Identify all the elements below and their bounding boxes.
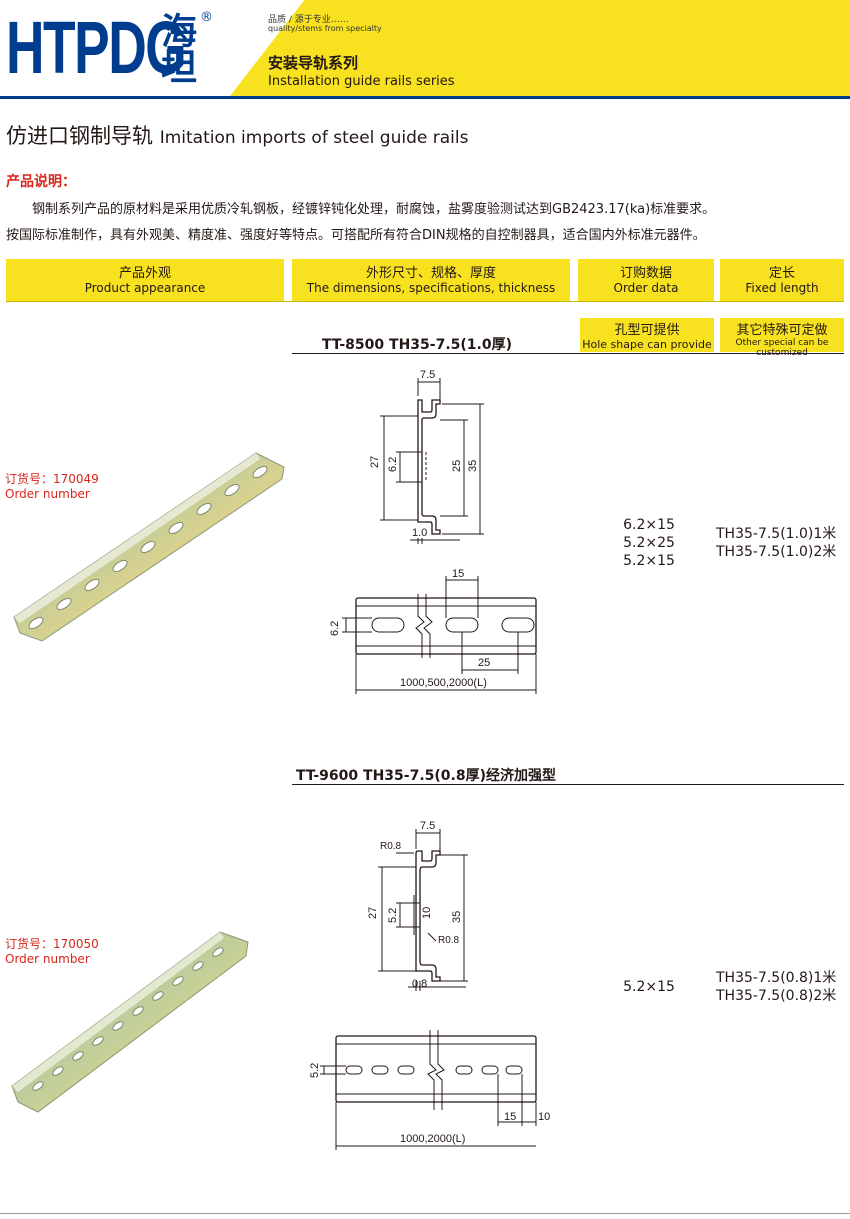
subheader-custom: 其它特殊可定做 Other special can be customized — [720, 318, 844, 358]
product-1-model: TT-8500 TH35-7.5(1.0厚) — [322, 337, 512, 353]
dim2-top-width: 7.5 — [420, 820, 435, 832]
dim2-radius-bottom: R0.8 — [438, 935, 460, 946]
header-dimensions: 外形尺寸、规格、厚度 The dimensions, specification… — [292, 259, 570, 301]
dim2-edge-10: 10 — [538, 1111, 550, 1123]
product-2-model: TT-9600 TH35-7.5(0.8厚)经济加强型 — [296, 768, 556, 784]
dim-27: 27 — [369, 456, 381, 468]
dim2-27: 27 — [367, 907, 379, 919]
product-1-rule — [292, 353, 844, 354]
page-header: HTPDG 海坦 ® 品质 / 源于专业…… quality/stems fro… — [0, 0, 850, 96]
dim-6-2: 6.2 — [387, 457, 399, 472]
product-2-profile-drawing: 7.5 R0.8 27 5.2 10 35 R0.8 0.8 — [367, 820, 468, 991]
header-yellow-band — [230, 0, 850, 96]
dim-25: 25 — [451, 460, 463, 472]
description-label: 产品说明： — [6, 174, 76, 190]
series-title-cn: 安装导轨系列 — [268, 54, 359, 72]
dim2-radius-top: R0.8 — [380, 841, 402, 852]
description-paragraph-1: 钢制系列产品的原材料是采用优质冷轧钢板，经镀锌钝化处理，耐腐蚀，盐雾度验测试达到… — [32, 202, 716, 217]
header-underline — [6, 301, 844, 302]
dim-side-6-2: 6.2 — [329, 621, 341, 636]
header-product-appearance: 产品外观 Product appearance — [6, 259, 284, 301]
page-title-en: Imitation imports of steel guide rails — [159, 128, 469, 148]
product-1-hole-list: 6.2×15 5.2×25 5.2×15 — [623, 517, 675, 569]
dim-thickness: 1.0 — [412, 527, 427, 539]
product-2-top-view-drawing: 5.2 15 10 1000,2000(L) — [309, 1030, 550, 1150]
header-fixed-length: 定长 Fixed length — [720, 259, 844, 301]
slogan-cn: 品质 / 源于专业…… — [268, 15, 349, 25]
subheader-hole-shape: 孔型可提供 Hole shape can provide — [580, 318, 714, 352]
dim-35: 35 — [467, 460, 479, 472]
page-bottom-divider — [0, 1213, 850, 1214]
product-2-photo — [11, 931, 249, 1113]
dim-top-width: 7.5 — [420, 369, 435, 381]
dim-pitch-25: 25 — [478, 657, 490, 669]
product-1-photo — [13, 452, 285, 642]
registered-mark: ® — [200, 10, 213, 25]
product-1-lengths: TH35-7.5(1.0)1米 TH35-7.5(1.0)2米 — [716, 526, 837, 560]
product-2-rule — [292, 784, 844, 785]
dim2-10: 10 — [421, 907, 433, 919]
product-1-order-number: 订货号：170049 Order number — [5, 472, 99, 501]
dim2-length: 1000,2000(L) — [400, 1133, 465, 1145]
dim2-thickness: 0.8 — [412, 978, 427, 990]
brand-logo: HTPDG — [6, 6, 187, 89]
product-1-top-view-drawing: 15 6.2 25 1000,500,2000(L) — [329, 568, 537, 694]
product-2-order-number: 订货号：170050 Order number — [5, 937, 99, 966]
dim2-35: 35 — [451, 911, 463, 923]
product-1-profile-drawing: 7.5 27 6.2 25 35 1.0 — [369, 369, 484, 544]
header-order-data: 订购数据 Order data — [578, 259, 714, 301]
header-divider — [0, 96, 850, 99]
dim2-5-2: 5.2 — [387, 908, 399, 923]
page-title: 仿进口钢制导轨 Imitation imports of steel guide… — [6, 120, 468, 150]
series-title-en: Installation guide rails series — [268, 74, 455, 89]
slogan-en: quality/stems from specialty — [268, 24, 382, 33]
dim-hole-15: 15 — [452, 568, 464, 580]
dim2-side-5-2: 5.2 — [309, 1063, 321, 1078]
dim-length: 1000,500,2000(L) — [400, 677, 487, 689]
product-2-hole-list: 5.2×15 — [623, 979, 675, 995]
brand-logo-cn: 海坦 — [155, 12, 196, 84]
product-2-lengths: TH35-7.5(0.8)1米 TH35-7.5(0.8)2米 — [716, 970, 837, 1004]
description-paragraph-2: 按国际标准制作，具有外观美、精度准、强度好等特点。可搭配所有符合DIN规格的自控… — [6, 228, 706, 243]
page-title-cn: 仿进口钢制导轨 — [6, 124, 153, 148]
dim2-hole-15: 15 — [504, 1111, 516, 1123]
